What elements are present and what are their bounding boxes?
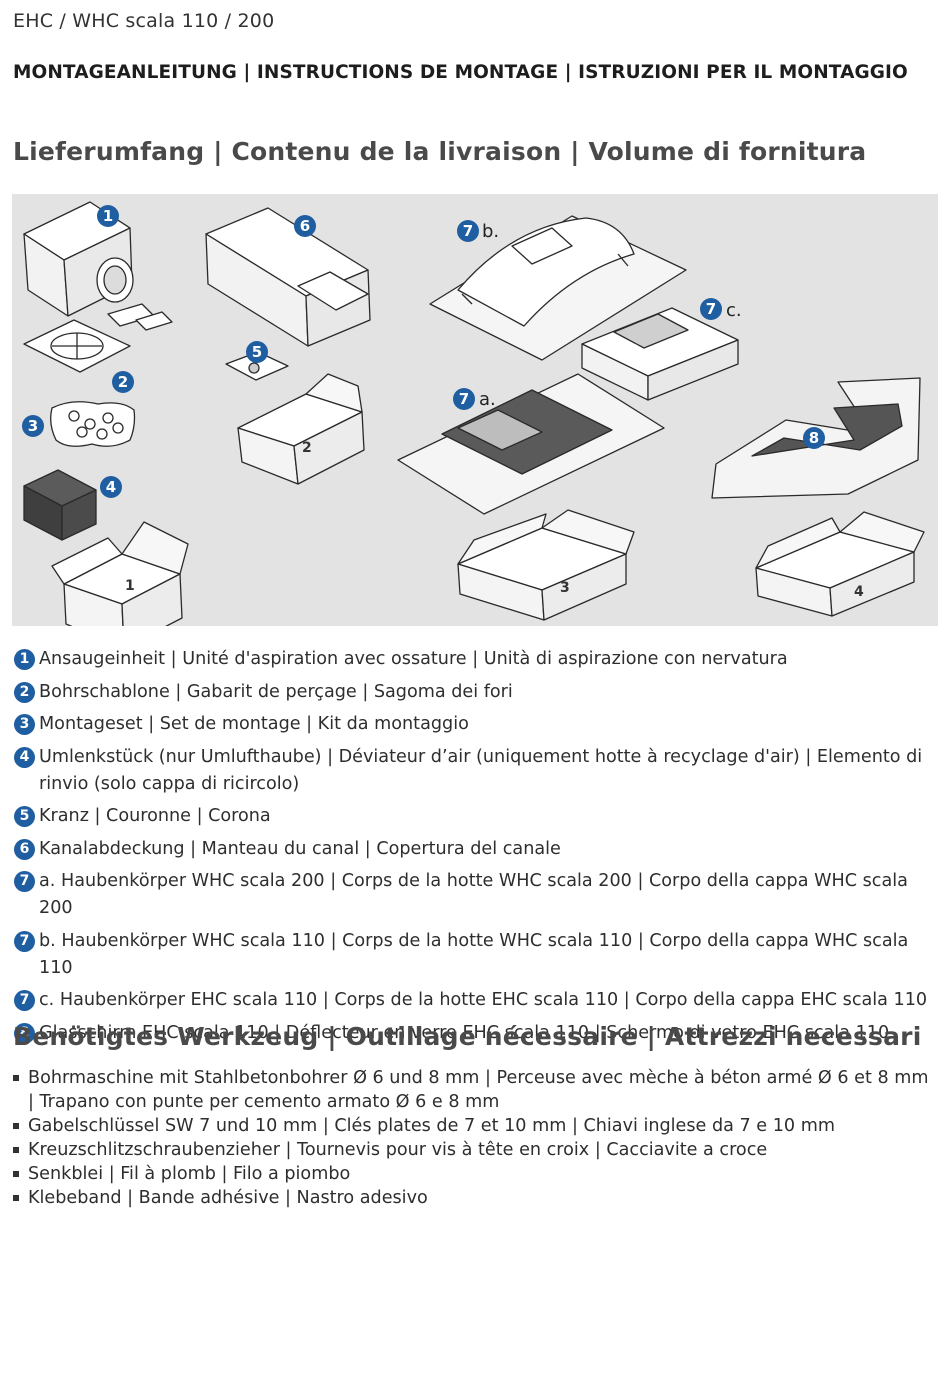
callout-4: 4 bbox=[100, 476, 122, 498]
callout-3-number: 3 bbox=[28, 417, 38, 435]
drilling-template-drawing bbox=[23, 319, 131, 373]
intake-unit-drawing bbox=[23, 201, 173, 331]
item-text: Kanalabdeckung | Manteau du canal | Cope… bbox=[39, 838, 561, 859]
item-number-badge: 7 bbox=[14, 990, 35, 1011]
callout-7c-number: 7 bbox=[706, 300, 716, 318]
callout-8: 8 bbox=[803, 427, 825, 449]
callout-7c-suffix: c. bbox=[726, 300, 742, 321]
callout-5: 5 bbox=[246, 341, 268, 363]
callout-2: 2 bbox=[112, 371, 134, 393]
box-2-label: 2 bbox=[302, 440, 312, 456]
callout-7b-suffix: b. bbox=[482, 221, 499, 242]
tools-list-item: Klebeband | Bande adhésive | Nastro ades… bbox=[12, 1186, 938, 1210]
callout-3: 3 bbox=[22, 415, 44, 437]
channel-cover-drawing bbox=[205, 207, 371, 347]
callout-8-number: 8 bbox=[809, 429, 819, 447]
item-number-badge: 3 bbox=[14, 714, 35, 735]
callout-1: 1 bbox=[97, 205, 119, 227]
tools-list-item: Kreuzschlitzschraubenzieher | Tournevis … bbox=[12, 1138, 938, 1162]
tools-list-item: Bohrmaschine mit Stahlbetonbohrer Ø 6 un… bbox=[12, 1066, 938, 1114]
tools-section-title: Benötigtes Werkzeug | Outillage nécessai… bbox=[13, 1022, 922, 1051]
hood-whc-110-drawing bbox=[429, 215, 687, 361]
box-3-drawing bbox=[457, 509, 635, 621]
item-number-badge: 5 bbox=[14, 806, 35, 827]
item-text: c. Haubenkörper EHC scala 110 | Corps de… bbox=[39, 990, 928, 1010]
callout-7b: 7 b. bbox=[457, 220, 499, 242]
callout-6-number: 6 bbox=[300, 217, 310, 235]
item-text: Ansaugeinheit | Unité d'aspiration avec … bbox=[39, 649, 788, 669]
deflector-block-drawing bbox=[23, 469, 97, 541]
tools-list-item: Gabelschlüssel SW 7 und 10 mm | Clés pla… bbox=[12, 1114, 938, 1138]
item-text: a. Haubenkörper WHC scala 200 | Corps de… bbox=[39, 871, 908, 918]
item-text: b. Haubenkörper WHC scala 110 | Corps de… bbox=[39, 930, 909, 978]
box-3-label: 3 bbox=[560, 580, 570, 596]
crown-drawing bbox=[225, 351, 289, 381]
item-number-badge: 2 bbox=[14, 681, 35, 703]
item-text: Bohrschablone | Gabarit de perçage | Sag… bbox=[39, 681, 513, 702]
callout-7a: 7 a. bbox=[453, 388, 496, 410]
document-title: MONTAGEANLEITUNG | INSTRUCTIONS DE MONTA… bbox=[13, 62, 908, 83]
callout-1-number: 1 bbox=[103, 207, 113, 225]
hood-ehc-110-drawing bbox=[581, 307, 739, 401]
item-text: Montageset | Set de montage | Kit da mon… bbox=[39, 714, 469, 734]
callout-7a-suffix: a. bbox=[479, 389, 496, 410]
document-model: EHC / WHC scala 110 / 200 bbox=[13, 10, 275, 32]
tools-list-item: Senkblei | Fil à plomb | Filo a piombo bbox=[12, 1162, 938, 1186]
callout-7c: 7 c. bbox=[700, 298, 742, 321]
delivery-illustration: 1 2 3 4 1 2 3 4 5 6 7 bbox=[12, 194, 938, 626]
tools-list: Bohrmaschine mit Stahlbetonbohrer Ø 6 un… bbox=[12, 1066, 938, 1210]
callout-5-number: 5 bbox=[252, 343, 262, 361]
item-text: Umlenkstück (nur Umlufthaube) | Déviateu… bbox=[39, 746, 923, 794]
callout-7b-number: 7 bbox=[463, 222, 473, 240]
callout-6: 6 bbox=[294, 215, 316, 237]
item-text: Kranz | Couronne | Corona bbox=[39, 806, 271, 826]
item-number-badge: 7 bbox=[14, 871, 35, 892]
item-number-badge: 1 bbox=[14, 649, 35, 670]
delivery-section-title: Lieferumfang | Contenu de la livraison |… bbox=[13, 137, 867, 166]
callout-4-number: 4 bbox=[106, 478, 116, 496]
item-text: Glasschirm EHC scala 110 | Déflecteur en… bbox=[39, 1022, 890, 1043]
delivery-illustration-svg: 1 2 3 4 1 2 3 4 5 6 7 bbox=[22, 201, 925, 626]
box-2-drawing bbox=[237, 373, 365, 485]
item-number-badge: 7 bbox=[14, 930, 35, 952]
item-number-badge: 6 bbox=[14, 838, 35, 860]
box-4-label: 4 bbox=[854, 584, 864, 600]
callout-7a-number: 7 bbox=[459, 390, 469, 408]
mounting-kit-drawing bbox=[50, 401, 136, 447]
item-number-badge: 4 bbox=[14, 746, 35, 768]
box-1-drawing bbox=[51, 521, 189, 626]
box-4-drawing bbox=[755, 511, 925, 617]
item-number-badge: 8 bbox=[14, 1022, 35, 1044]
box-1-label: 1 bbox=[125, 578, 135, 594]
hood-whc-200-drawing bbox=[397, 373, 665, 515]
callout-2-number: 2 bbox=[118, 373, 128, 391]
